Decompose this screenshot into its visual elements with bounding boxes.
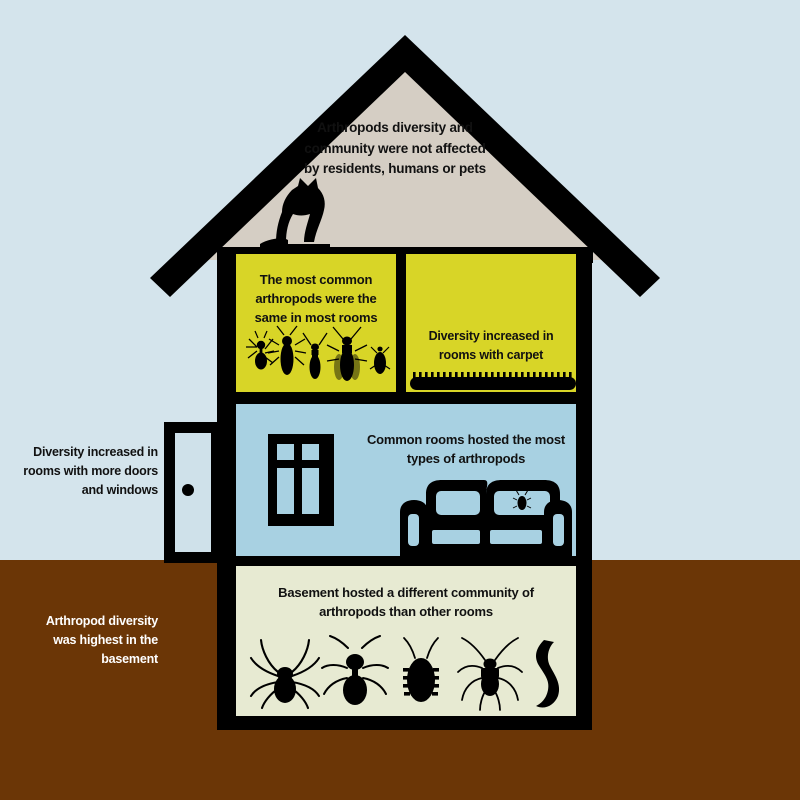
door-icon[interactable] <box>164 418 224 563</box>
oval-bug-silhouette <box>369 346 391 374</box>
attic-message: Arthropods diversity and community were … <box>304 120 486 177</box>
worm-silhouette <box>536 640 560 708</box>
arthropod-group-upper <box>246 325 391 381</box>
room-upper-right <box>406 254 576 392</box>
upper-right-message: Diversity increased in rooms with carpet <box>428 329 554 362</box>
carpet-icon <box>410 372 576 390</box>
cricket-silhouette <box>457 637 523 711</box>
label-basement-diversity: Arthropod diversity was highest in the b… <box>45 614 158 666</box>
ant-body <box>254 330 268 370</box>
label-doors-windows: Diversity increased in rooms with more d… <box>23 445 158 497</box>
doorknob-icon <box>182 484 194 496</box>
living-room-message: Common rooms hosted the most types of ar… <box>366 432 566 467</box>
bug-on-cushion-icon <box>512 489 532 510</box>
rove-beetle-silhouette <box>326 326 368 381</box>
window-icon <box>268 434 334 526</box>
ant-silhouette <box>246 338 275 364</box>
spider-silhouette <box>249 638 321 710</box>
cat-icon <box>260 178 330 250</box>
basement-message: Basement hosted a different community of… <box>278 585 534 620</box>
fly-silhouette <box>267 325 307 375</box>
beetle-silhouette <box>302 332 328 379</box>
upper-left-message: The most common arthropods were the same… <box>254 272 378 326</box>
ant-silhouette-basement <box>321 635 389 705</box>
pillbug-silhouette <box>403 637 439 702</box>
arthropod-group-basement <box>249 635 560 711</box>
sofa-icon <box>400 480 572 556</box>
